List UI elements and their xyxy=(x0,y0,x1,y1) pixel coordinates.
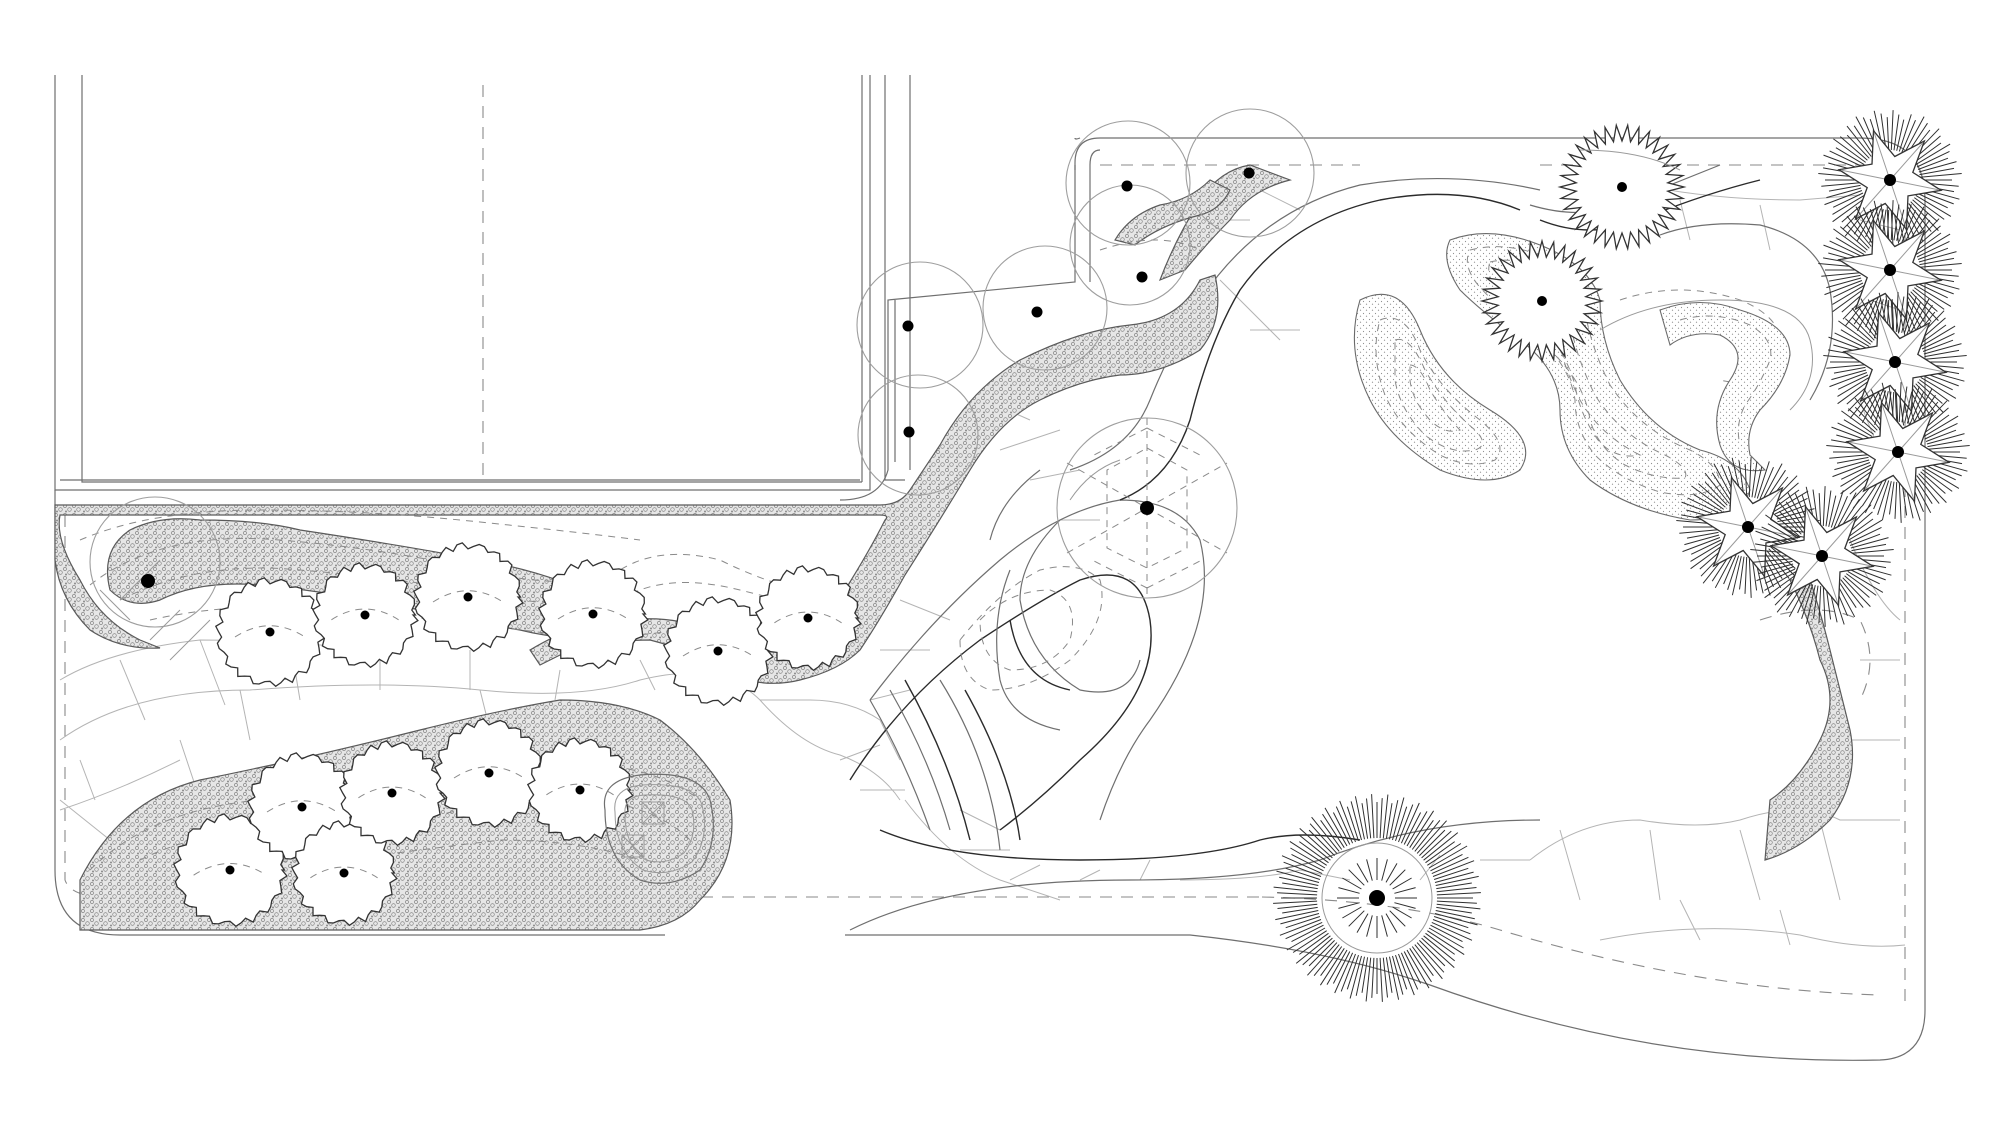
tree-trunk-marker xyxy=(387,788,397,798)
specimen-tree-center xyxy=(1056,417,1238,599)
path-edges xyxy=(849,164,1834,931)
planter-feature xyxy=(603,773,714,884)
round-shrub xyxy=(754,565,862,672)
tree-trunk-marker xyxy=(297,802,307,812)
tree-trunk-marker xyxy=(1884,174,1896,186)
fan-palm xyxy=(1823,292,1967,433)
spiky-shrub-mid xyxy=(1479,238,1605,364)
round-shrub xyxy=(526,737,634,844)
tree-trunk-marker xyxy=(1884,264,1896,276)
tree-trunk-marker xyxy=(1617,182,1627,192)
tree-trunk-marker xyxy=(1892,446,1904,458)
tree-trunk-marker xyxy=(1889,356,1901,368)
round-shrub xyxy=(338,740,446,847)
fan-palm xyxy=(1676,457,1820,598)
round-shrub xyxy=(214,577,326,688)
tree-trunk-marker xyxy=(339,868,349,878)
tree-trunk-marker xyxy=(575,785,585,795)
tree-trunk-marker xyxy=(360,610,370,620)
tree-trunk-marker xyxy=(713,646,723,656)
specimen-tree-bottom xyxy=(1273,794,1481,1002)
round-shrubs xyxy=(172,542,862,928)
fan-palm xyxy=(1826,382,1970,523)
building-footprint xyxy=(54,75,911,491)
tree-trunk-marker xyxy=(225,865,235,875)
fan-palm xyxy=(1818,200,1962,341)
tree-trunk-marker xyxy=(588,609,598,619)
tree-canopy-outlines xyxy=(89,108,1315,661)
mounded-bed-left xyxy=(1353,293,1527,481)
round-shrub xyxy=(433,718,545,829)
planter-box xyxy=(621,834,645,858)
round-shrub xyxy=(412,542,524,653)
fan-palm xyxy=(1750,486,1894,627)
tree-trunk-marker xyxy=(265,627,275,637)
tree-trunk-marker xyxy=(1742,521,1754,533)
tree-trunk-marker xyxy=(803,613,813,623)
fan-palms xyxy=(1676,110,1970,627)
planter-box xyxy=(641,801,665,825)
tree-trunk-marker xyxy=(1816,550,1828,562)
tree-trunk-marker xyxy=(1537,296,1547,306)
tree-trunk-marker xyxy=(1369,890,1385,906)
tree-trunk-marker xyxy=(463,592,473,602)
round-shrub xyxy=(311,562,419,669)
tree-trunk-marker xyxy=(1140,501,1154,515)
spiky-shrub-top xyxy=(1557,122,1687,252)
lower-center-flow xyxy=(869,679,1021,851)
tree-trunk-marker xyxy=(484,768,494,778)
mounded-bed-right xyxy=(1599,299,1813,472)
tree-trunk-dots xyxy=(141,167,1255,588)
round-shrub xyxy=(537,559,649,670)
round-shrub xyxy=(662,596,774,707)
fan-palm xyxy=(1818,110,1962,251)
starburst-rays xyxy=(1273,794,1481,1002)
